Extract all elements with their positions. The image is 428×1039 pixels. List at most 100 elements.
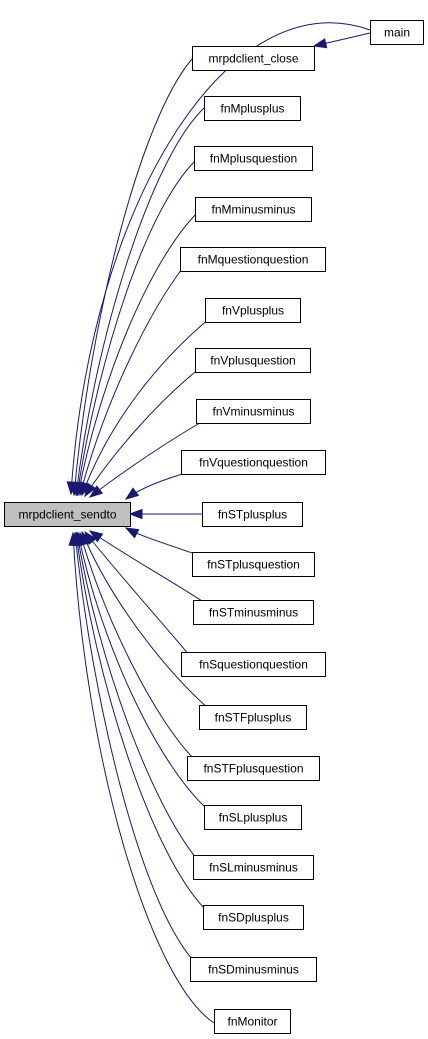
edge-line [79,264,186,496]
node-label: fnSLminusminus [209,861,298,875]
node-fnSTplusplus[interactable]: fnSTplusplus [202,502,303,527]
node-root[interactable]: mrpdclient_sendto [4,502,131,527]
node-label: fnMplusplus [220,102,284,116]
node-label: fnSTplusplus [218,508,287,522]
node-fnSTFplusquestion[interactable]: fnSTFplusquestion [187,756,320,781]
node-fnMplusplus[interactable]: fnMplusplus [204,96,301,121]
node-box [195,197,312,222]
edge-layer [66,22,371,1024]
edge-line [70,22,371,495]
arrowhead [312,38,328,49]
node-fnSTFplusplus[interactable]: fnSTFplusplus [199,705,307,730]
node-box [204,805,302,830]
edge-line [73,58,193,496]
edge-line [79,532,196,761]
node-fnSLminusminus[interactable]: fnSLminusminus [193,855,314,880]
node-box [192,552,315,577]
edge-fnSTplusplus-to-root [128,508,202,520]
node-box [192,46,315,71]
node-label: fnVquestionquestion [199,456,308,470]
node-fnMonitor[interactable]: fnMonitor [214,1009,291,1034]
node-box [196,399,311,424]
edge-line [75,532,205,909]
node-box [202,502,303,527]
node-fnVplusquestion[interactable]: fnVplusquestion [195,348,311,373]
node-label: fnSDminusminus [208,963,299,977]
node-label: fnMminusminus [211,203,295,217]
node-main[interactable]: main [370,20,424,45]
node-box [190,957,317,982]
edge-fnSTplusquestion-to-root [124,527,196,555]
node-box [214,1009,291,1034]
edge-main-to-mrpdclient_close [312,32,371,49]
arrowhead [88,485,104,498]
node-box [370,20,424,45]
node-box [180,247,326,272]
edge-line [76,159,197,496]
edge-fnMquestionquestion-to-root [78,264,186,497]
node-box [194,146,313,171]
edge-fnSLminusminus-to-root [73,531,197,859]
node-label: fnSTFplusquestion [203,762,303,776]
node-box [195,348,311,373]
arrowhead [84,482,97,498]
node-box [199,705,307,730]
node-label: fnMplusquestion [210,152,297,166]
edge-line [84,531,191,657]
node-fnSTplusquestion[interactable]: fnSTplusquestion [192,552,315,577]
node-fnVquestionquestion[interactable]: fnVquestionquestion [181,450,326,475]
edge-line [77,532,207,809]
edge-fnMplusquestion-to-root [73,159,197,497]
edge-line [89,419,206,498]
node-label: main [384,26,410,40]
arrowhead [128,508,143,520]
node-label: fnSTFplusplus [215,711,292,725]
edge-line [74,532,194,961]
node-label: mrpdclient_close [208,52,298,66]
node-fnSquestionquestion[interactable]: fnSquestionquestion [181,652,326,677]
node-box [203,905,304,930]
edge-fnSTminusminus-to-root [88,530,206,604]
edge-line [89,530,206,604]
node-fnMplusquestion[interactable]: fnMplusquestion [194,146,313,171]
edge-line [324,32,371,44]
edge-fnMminusminus-to-root [75,211,199,497]
node-fnVminusminus[interactable]: fnVminusminus [196,399,311,424]
node-label: fnSLplusplus [219,811,288,825]
node-fnSLplusplus[interactable]: fnSLplusplus [204,805,302,830]
node-label: fnVplusquestion [210,354,295,368]
node-label: fnVplusplus [222,304,284,318]
edge-fnSDplusplus-to-root [72,531,205,909]
node-layer: mrpdclient_sendto main mrpdclient_close fnM… [4,20,424,1034]
node-label: fnMonitor [227,1015,277,1029]
node-box [187,756,320,781]
edge-fnMonitor-to-root [68,531,215,1024]
node-mrpdclient_close[interactable]: mrpdclient_close [192,46,315,71]
node-fnVplusplus[interactable]: fnVplusplus [205,298,301,323]
edge-fnSTFplusplus-to-root [81,530,211,711]
edge-line [81,317,211,496]
node-label: fnSDplusplus [218,911,289,925]
node-fnSDplusplus[interactable]: fnSDplusplus [203,905,304,930]
node-fnSDminusminus[interactable]: fnSDminusminus [190,957,317,982]
edge-fnVplusquestion-to-root [84,367,201,498]
arrowhead [88,530,104,543]
edge-line [76,532,197,859]
arrowhead [124,487,140,500]
node-fnSTminusminus[interactable]: fnSTminusminus [193,600,314,625]
node-label: fnMquestionquestion [198,253,309,267]
node-fnMquestionquestion[interactable]: fnMquestionquestion [180,247,326,272]
node-box [193,600,314,625]
node-box [181,450,326,475]
node-fnMminusminus[interactable]: fnMminusminus [195,197,312,222]
edge-line [72,532,215,1024]
edge-fnMplusplus-to-root [72,107,205,497]
node-label: fnSTplusquestion [207,558,300,572]
edge-line [75,107,205,496]
node-box [204,96,301,121]
edge-line [77,211,199,496]
arrowhead [68,531,79,546]
edge-line [84,367,201,497]
node-box [205,298,301,323]
